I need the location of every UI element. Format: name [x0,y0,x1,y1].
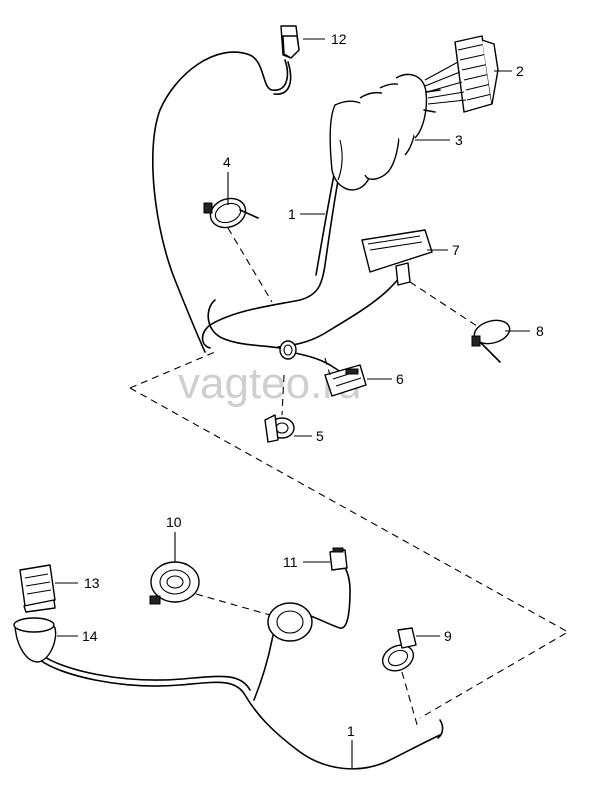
clip-9 [381,627,417,672]
grommet-10 [149,561,200,605]
callout-4: 4 [223,154,231,170]
callout-7: 7 [452,242,460,258]
lower-harness [39,557,444,770]
callout-1-upper: 1 [288,206,296,222]
connector-11 [329,547,348,571]
callout-3: 3 [455,132,463,148]
callout-9: 9 [444,628,452,644]
callout-6: 6 [396,371,404,387]
connector-7 [361,229,433,286]
callout-10: 10 [166,514,182,530]
dashed-leaders [129,227,570,729]
callout-2: 2 [516,63,524,79]
connector-2 [424,35,499,113]
callout-5: 5 [316,428,324,444]
callouts: 12 2 3 4 1 7 8 6 5 10 11 13 9 14 1 [82,31,544,739]
clip-8 [471,319,511,363]
boot-14 [13,617,57,663]
leader-lines [55,38,530,768]
callout-1-lower: 1 [347,723,355,739]
callout-8: 8 [536,323,544,339]
callout-12: 12 [331,31,347,47]
connector-13 [19,564,56,613]
callout-11: 11 [283,554,298,570]
clamp-4 [203,197,259,229]
connector-6 [324,364,367,397]
callout-14: 14 [82,628,98,644]
rubber-boot-3 [329,73,441,191]
grommet-5 [264,414,295,443]
connector-12 [280,25,300,59]
harness-grommet [267,602,313,642]
upper-harness [152,51,403,379]
callout-13: 13 [84,575,100,591]
